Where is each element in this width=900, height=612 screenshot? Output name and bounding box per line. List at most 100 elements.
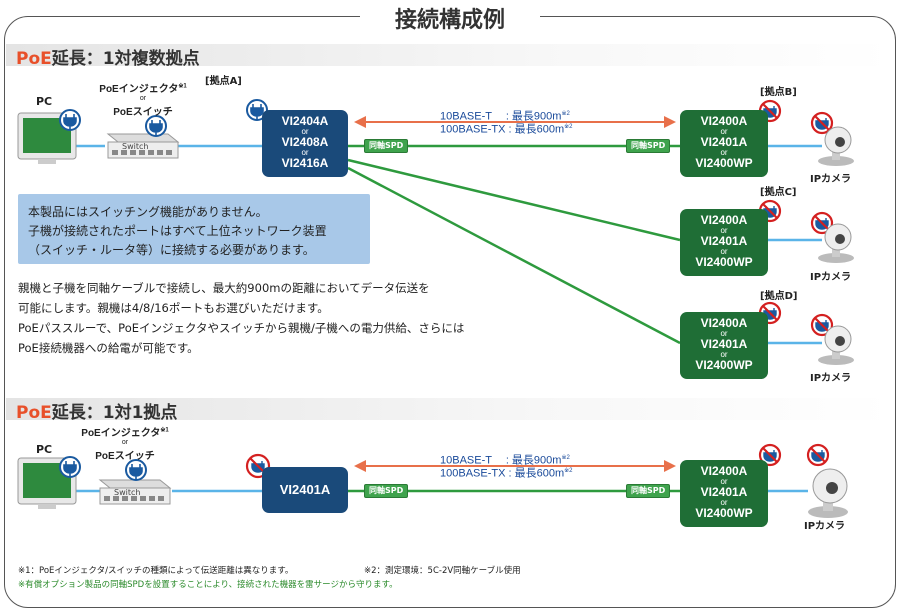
camera-label-d: IPカメラ: [810, 373, 852, 384]
spd-icon: 同軸SPD: [626, 484, 671, 498]
spd-icon: 同軸SPD: [364, 484, 409, 498]
child-device-d: VI2400A or VI2401A or VI2400WP: [680, 312, 768, 379]
or-text: or: [720, 148, 728, 157]
dist-note-2: ※2: [564, 468, 573, 474]
footnote-2: ※2：測定環境：5C-2V同軸ケーブル使用: [364, 566, 521, 576]
parent-model-2: VI2408A: [281, 135, 329, 149]
power-plug-icon: [125, 459, 147, 481]
child-device-2: VI2400A or VI2401A or VI2400WP: [680, 460, 768, 527]
footnote-3: ※有償オプション製品の同軸SPDを設置することにより、接続された機器を雷サージか…: [18, 580, 398, 590]
no-power-icon: [758, 443, 782, 467]
child-model-3: VI2400WP: [695, 358, 753, 372]
site-c-label: [拠点C]: [760, 187, 797, 198]
camera-label-2: IPカメラ: [804, 521, 846, 532]
parent-model-1: VI2404A: [281, 114, 329, 128]
distance-100base-2: 100BASE-TX : 最長600m※2: [440, 465, 572, 481]
child-model-2: VI2401A: [700, 485, 748, 499]
child-model-1: VI2400A: [700, 213, 748, 227]
or-text: or: [720, 329, 728, 338]
section2-title: PoE延長：1対1拠点: [16, 398, 177, 423]
spd-icon: 同軸SPD: [364, 139, 409, 153]
child-model-3: VI2400WP: [695, 255, 753, 269]
injector-label-2-2: PoEスイッチ: [95, 451, 155, 462]
dist-100base-text-2: 100BASE-TX : 最長600m: [440, 467, 565, 480]
no-power-icon: [806, 443, 830, 467]
parent-device: VI2404A or VI2408A or VI2416A: [262, 110, 348, 177]
section2-title-rest: 延長：1対1拠点: [51, 403, 178, 423]
page-title: 接続構成例: [394, 8, 505, 33]
coax-line-a-c: [347, 158, 681, 242]
notice-box: [18, 194, 370, 264]
no-power-icon: [810, 111, 834, 135]
description-line-2: 可能にします。親機は4/8/16ポートもお選びいただけます。: [18, 301, 329, 315]
child-device-b: VI2400A or VI2401A or VI2400WP: [680, 110, 768, 177]
section1-band: [6, 44, 892, 66]
dist-note-2: ※2: [561, 455, 570, 461]
child-model-1: VI2400A: [700, 114, 748, 128]
section2-title-accent: PoE: [16, 403, 52, 423]
injector-text: PoEインジェクタ: [99, 84, 179, 95]
or-text: or: [121, 439, 129, 446]
site-d-label: [拠点D]: [760, 291, 798, 302]
power-plug-icon: [145, 115, 167, 137]
distance-100base: 100BASE-TX : 最長600m※2: [440, 121, 572, 137]
notice-line-1: 本製品にはスイッチング機能がありません。: [28, 205, 268, 219]
notice-line-3: （スイッチ・ルータ等）に接続する必要があります。: [28, 243, 315, 257]
injector-label-2: PoEインジェクタ※1 or PoEスイッチ: [70, 424, 180, 462]
power-plug-icon: [59, 456, 81, 478]
child-model-1: VI2400A: [700, 316, 748, 330]
section1-title-accent: PoE: [16, 49, 52, 69]
child-device-c: VI2400A or VI2401A or VI2400WP: [680, 209, 768, 276]
or-text: or: [720, 247, 728, 256]
injector-note: ※1: [178, 83, 187, 90]
child-model-1: VI2400A: [700, 464, 748, 478]
no-power-icon: [810, 211, 834, 235]
or-text: or: [720, 350, 728, 359]
or-text: or: [139, 95, 147, 102]
description-line-3: PoEパススルーで、PoEインジェクタやスイッチから親機/子機への電力供給、さら…: [18, 321, 465, 335]
injector-label-2: PoEスイッチ: [113, 107, 173, 118]
injector-label-1: PoEインジェクタ※1: [99, 84, 186, 95]
description-line-1: 親機と子機を同軸ケーブルで接続し、最大約900mの距離においてデータ伝送を: [18, 281, 430, 295]
no-power-icon: [810, 313, 834, 337]
footnote-1: ※1：PoEインジェクタ/スイッチの種類によって伝送距離は異なります。: [18, 566, 294, 576]
notice-line-2: 子機が接続されたポートはすべて上位ネットワーク装置: [28, 224, 327, 238]
ip-camera-icon: [818, 223, 854, 263]
switch-text: Switch: [122, 142, 149, 151]
title-background: [360, 2, 540, 32]
injector-note-2: ※1: [160, 427, 169, 434]
injector-label-2-1: PoEインジェクタ※1: [81, 428, 168, 439]
distance-10base-2: 10BASE-T : 最長900m※2: [440, 452, 570, 468]
parent-model-3: VI2416A: [281, 156, 329, 170]
dist-10base-text: 10BASE-T : 最長900m: [440, 110, 562, 123]
power-plug-icon: [59, 109, 81, 131]
or-text: or: [720, 498, 728, 507]
child-model-2: VI2401A: [700, 234, 748, 248]
distance-10base: 10BASE-T : 最長900m※2: [440, 108, 570, 124]
description-line-4: PoE接続機器への給電が可能です。: [18, 341, 199, 355]
ip-camera-icon: [808, 468, 848, 518]
double-arrow-icon: [354, 460, 676, 472]
child-model-2: VI2401A: [700, 135, 748, 149]
pc-label: PC: [36, 95, 53, 108]
or-text: or: [720, 127, 728, 136]
site-a-label: [拠点A]: [205, 76, 242, 87]
child-model-3: VI2400WP: [695, 506, 753, 520]
or-text: or: [301, 148, 309, 157]
child-model-2: VI2401A: [700, 337, 748, 351]
site-b-label: [拠点B]: [760, 87, 797, 98]
injector-text-2: PoEインジェクタ: [81, 428, 161, 439]
section1-title-rest: 延長：1対複数拠点: [51, 49, 200, 69]
camera-label-b: IPカメラ: [810, 174, 852, 185]
section2-band: [6, 398, 892, 420]
parent-device-2: VI2401A: [262, 467, 348, 513]
or-text: or: [720, 226, 728, 235]
coax-line-a-d: [347, 166, 681, 345]
double-arrow-icon: [354, 116, 676, 128]
dist-10base-text-2: 10BASE-T : 最長900m: [440, 454, 562, 467]
or-text: or: [720, 477, 728, 486]
ip-camera-icon: [818, 325, 854, 365]
switch-text-2: Switch: [114, 488, 141, 497]
